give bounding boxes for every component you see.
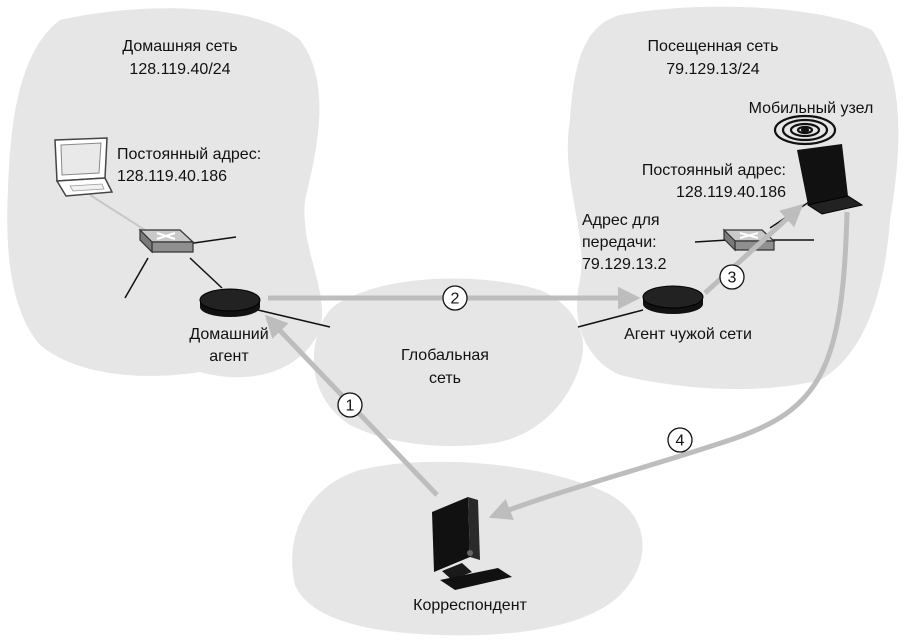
foreign-agent-router-icon [642, 285, 704, 314]
visited-switch-link-left [694, 239, 729, 243]
visited-network-subnet: 79.129.13/24 [666, 61, 760, 78]
foreign-agent-label: Агент чужой сети [624, 326, 752, 343]
step-2-badge: 2 [442, 285, 468, 311]
home-agent-label-line1: Домашний [189, 326, 268, 343]
step-4-badge: 4 [667, 427, 693, 453]
switch-to-home-agent-link [189, 257, 223, 289]
foreign-agent-to-wan-link [577, 309, 644, 328]
home-network-title: Домашняя сеть [122, 38, 237, 55]
step-2-label: 2 [451, 291, 460, 308]
visited-network-title: Посещенная сеть [648, 38, 779, 55]
wide-area-network-cloud [313, 278, 584, 446]
care-of-address-label-line2: передачи: [582, 234, 657, 251]
wan-label-line2: сеть [429, 370, 461, 387]
visited-permanent-address-label: Постоянный адрес: [642, 162, 786, 179]
step-3-label: 3 [728, 270, 737, 287]
home-laptop-icon [54, 137, 114, 197]
home-switch-icon [138, 228, 195, 254]
visited-permanent-address: 128.119.40.186 [676, 184, 786, 201]
mobile-node-label: Мобильный узел [749, 100, 874, 117]
step-1-badge: 1 [337, 392, 363, 418]
visited-switch-icon [722, 228, 776, 252]
wan-label-line1: Глобальная [401, 347, 489, 364]
step-3-badge: 3 [719, 264, 745, 290]
arrow-step-4 [488, 211, 850, 520]
wireless-signal-icon [773, 114, 837, 146]
step-4-label: 4 [676, 433, 685, 450]
step-1-label: 1 [346, 398, 355, 415]
home-network-cloud [7, 8, 323, 378]
home-network-subnet: 128.119.40/24 [129, 61, 230, 78]
correspondent-computer-icon [432, 497, 512, 590]
home-agent-label-line2: агент [209, 348, 249, 365]
care-of-address: 79.129.13.2 [582, 256, 667, 273]
home-permanent-address-label: Постоянный адрес: [117, 146, 261, 163]
correspondent-label: Корреспондент [413, 597, 527, 614]
switch-link-left [124, 257, 149, 299]
laptop-to-switch-link [89, 194, 149, 233]
mobile-node-laptop-icon [797, 144, 864, 215]
home-agent-to-wan-link [257, 309, 331, 328]
home-agent-router-icon [199, 288, 261, 317]
home-permanent-address: 128.119.40.186 [117, 168, 227, 185]
care-of-address-label-line1: Адрес для [582, 212, 660, 229]
